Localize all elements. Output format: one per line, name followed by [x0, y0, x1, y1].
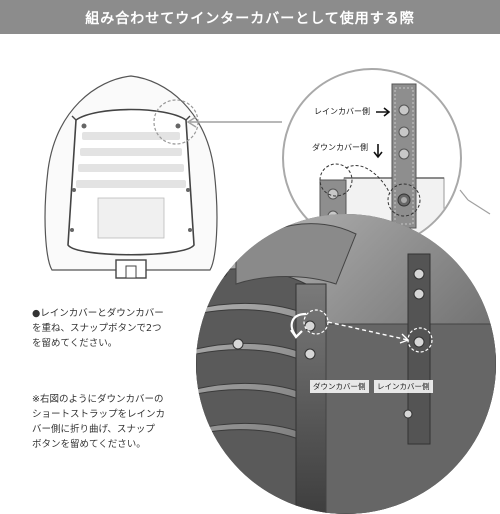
- down-cover-photo: [196, 214, 496, 514]
- note-attach-instruction: ●レインカバーとダウンカバー を重ね、スナップボタンで2つ を留めてください。: [32, 306, 164, 351]
- header-bar: 組み合わせてウインターカバーとして使用する際: [0, 0, 500, 34]
- note1-line3: を留めてください。: [32, 338, 118, 349]
- photo-zoom-circle: ダウンカバー側 レインカバー側: [196, 214, 496, 514]
- rain-cover-diagram: [44, 75, 218, 279]
- photo-rain-side-label: レインカバー側: [374, 380, 433, 393]
- note2-line3: バー側に折り曲げ、スナップ: [32, 424, 155, 435]
- detail-rain-side-label: レインカバー側: [314, 107, 370, 116]
- note1-line2: を重ね、スナップボタンで2つ: [32, 323, 162, 334]
- note2-line1: ※右図のようにダウンカバーの: [32, 394, 164, 405]
- photo-down-side-label: ダウンカバー側: [310, 380, 369, 393]
- note2-line4: ボタンを留めてください。: [32, 439, 146, 450]
- detail-down-side-label: ダウンカバー側: [312, 143, 368, 152]
- page-title: 組み合わせてウインターカバーとして使用する際: [85, 11, 415, 27]
- note-fold-instruction: ※右図のようにダウンカバーの ショートストラップをレインカ バー側に折り曲げ、ス…: [32, 392, 165, 452]
- note1-line1: ●レインカバーとダウンカバー: [32, 308, 164, 319]
- note2-line2: ショートストラップをレインカ: [32, 409, 166, 420]
